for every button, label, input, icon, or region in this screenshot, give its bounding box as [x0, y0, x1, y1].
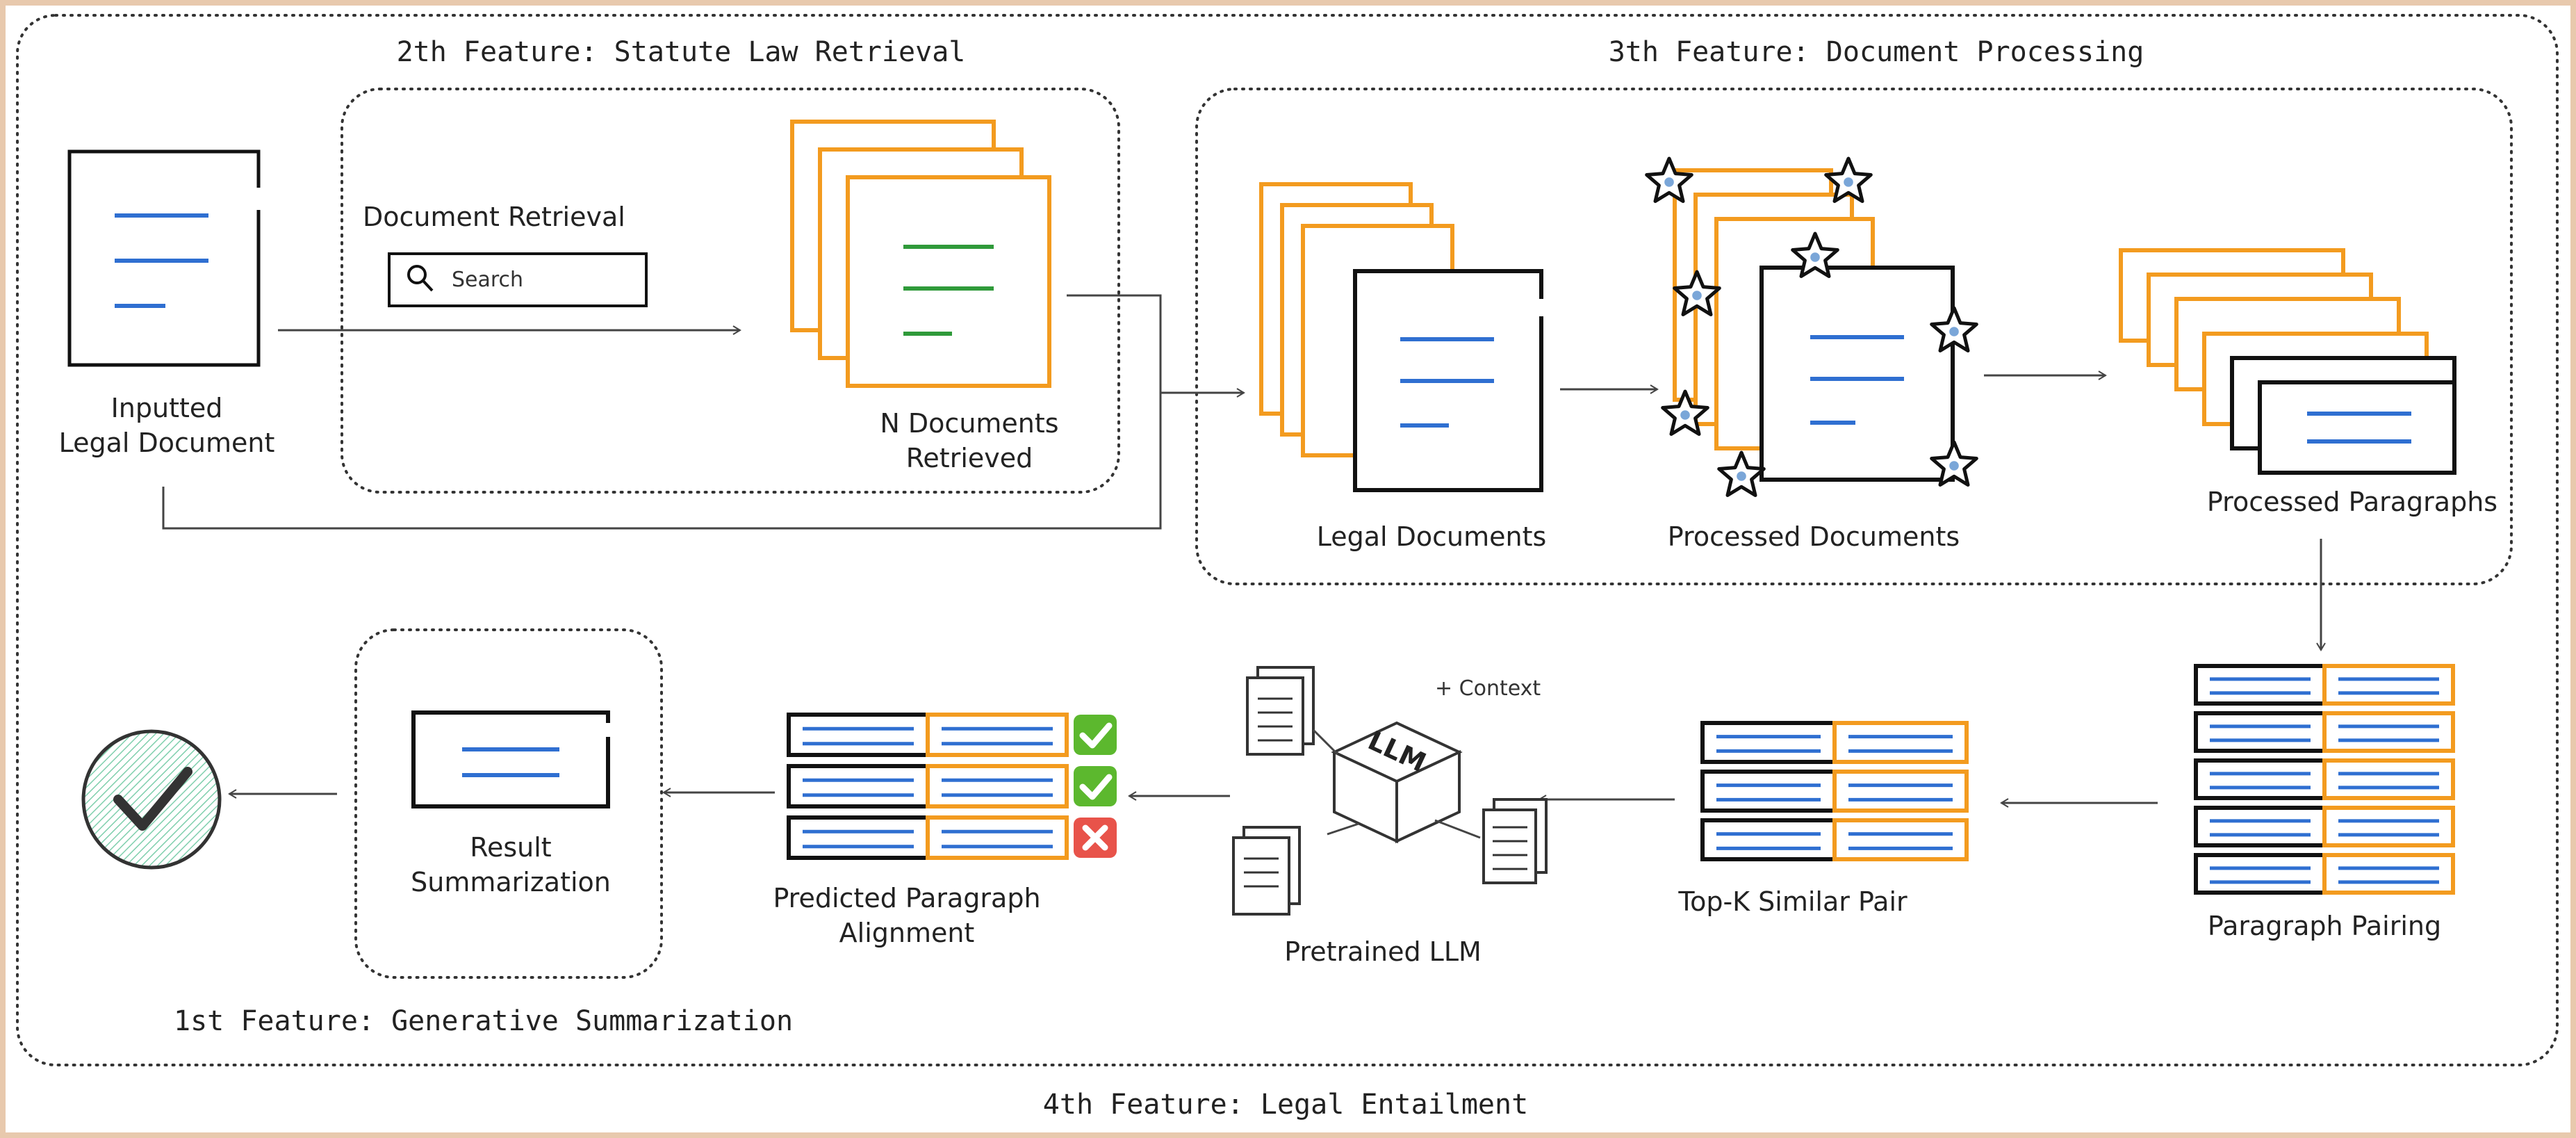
retrieval-group: [341, 88, 1120, 494]
check-badge-icon: [81, 729, 222, 870]
check-icon: [1074, 715, 1117, 755]
pairing-row: [2194, 664, 2455, 706]
cross-icon: [1074, 818, 1117, 858]
processing-group: [1195, 88, 2513, 585]
feature-title-retrieval: 2th Feature: Statute Law Retrieval: [397, 36, 966, 68]
predicted-label-1: Predicted Paragraph: [773, 883, 1040, 913]
document-icon: [1232, 826, 1301, 916]
star-center: [1949, 327, 1959, 336]
search-box[interactable]: Search: [388, 252, 648, 307]
star-icons: [1645, 156, 1978, 497]
connector-loop: [162, 294, 1162, 530]
inputted-label-2: Legal Document: [59, 428, 275, 458]
inputted-document-icon: [67, 149, 261, 367]
inputted-label-1: Inputted: [111, 393, 223, 423]
llm-link-1: [1312, 729, 1339, 756]
pairing-row: [2194, 711, 2455, 753]
processed-paragraphs-icon: [2119, 248, 2456, 475]
feature-title-processing: 3th Feature: Document Processing: [1609, 36, 2144, 68]
result-document-icon: [411, 710, 610, 808]
paragraph-pairing-label: Paragraph Pairing: [2208, 911, 2441, 941]
processed-paragraphs-label: Processed Paragraphs: [2207, 487, 2497, 517]
search-input: Search: [452, 268, 523, 292]
prediction-row: [787, 764, 1069, 808]
document-retrieval-label: Document Retrieval: [363, 202, 625, 232]
top-k-row: [1700, 818, 1969, 861]
check-icon: [1074, 766, 1117, 806]
result-label-1: Result: [470, 832, 551, 863]
pairing-row: [2194, 758, 2455, 800]
summarization-group: [354, 628, 663, 979]
context-label: + Context: [1435, 676, 1541, 701]
legal-entailment-container: [16, 14, 2559, 1066]
top-k-label: Top-K Similar Pair: [1677, 886, 1908, 917]
search-icon: [407, 265, 427, 284]
processed-documents-label: Processed Documents: [1668, 521, 1960, 552]
star-center: [1692, 291, 1702, 300]
star-center: [1949, 461, 1959, 471]
retrieved-label-1: N Documents: [880, 408, 1058, 439]
llm-link-3: [1434, 819, 1481, 839]
prediction-row: [787, 713, 1069, 757]
document-icon: [1246, 666, 1315, 756]
star-center: [1810, 252, 1820, 262]
predicted-alignment-icon: [787, 713, 1069, 860]
star-center: [1664, 177, 1674, 187]
result-label-2: Summarization: [411, 867, 611, 897]
star-center: [1737, 471, 1746, 481]
feature-title-entailment: 4th Feature: Legal Entailment: [1043, 1089, 1528, 1121]
pairing-row: [2194, 853, 2455, 895]
paragraph-pairing-icon: [2194, 664, 2455, 895]
predicted-label-2: Alignment: [839, 918, 975, 948]
top-k-pairs-icon: [1700, 721, 1969, 861]
retrieved-label-2: Retrieved: [906, 443, 1033, 473]
top-k-row: [1700, 721, 1969, 764]
feature-title-summarization: 1st Feature: Generative Summarization: [174, 1005, 793, 1037]
llm-link-2: [1327, 822, 1359, 836]
prediction-row: [787, 815, 1069, 860]
star-center: [1844, 177, 1853, 187]
star-center: [1680, 410, 1690, 420]
legal-documents-label: Legal Documents: [1317, 521, 1547, 552]
processed-documents-icon: [1673, 168, 1955, 482]
legal-documents-icon: [1259, 182, 1543, 492]
top-k-row: [1700, 770, 1969, 813]
document-icon: [1482, 798, 1548, 884]
pairing-row: [2194, 806, 2455, 847]
llm-cube-icon: LLM: [1331, 721, 1463, 844]
retrieved-documents-icon: [790, 120, 1051, 388]
pretrained-llm-label: Pretrained LLM: [1284, 936, 1482, 967]
